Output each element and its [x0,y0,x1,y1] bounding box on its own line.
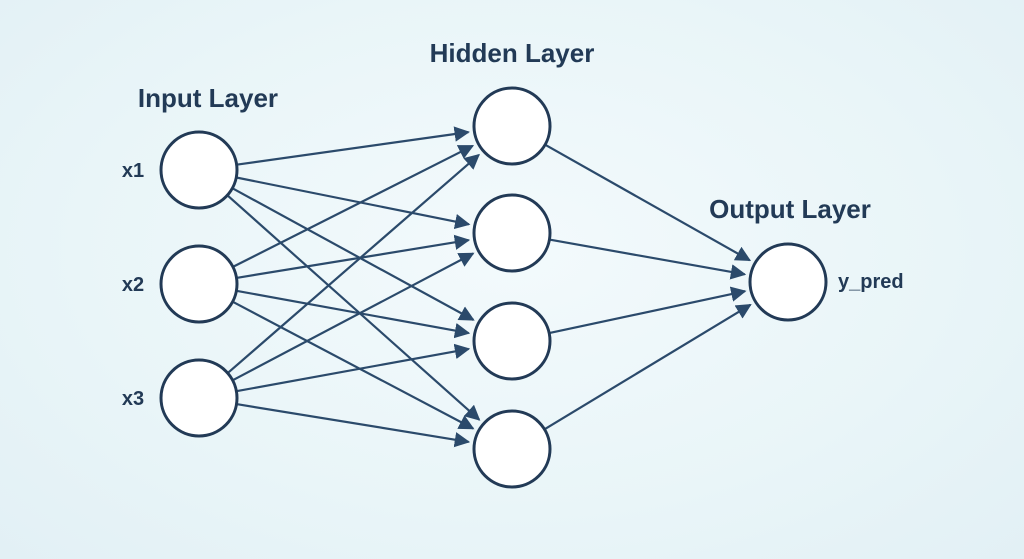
edge-input-1-to-hidden-3 [231,187,475,321]
edge-input-1-to-hidden-1 [236,126,470,166]
input-neuron-3 [159,358,239,438]
input-label-x3: x3 [122,388,144,410]
edge-hidden-2-to-output-1 [549,238,747,280]
connections [226,126,752,448]
output-label-y-pred: y_pred [838,271,904,293]
edge-input-2-to-hidden-3 [236,289,471,339]
edge-input-3-to-hidden-1 [226,153,480,374]
edge-hidden-3-to-output-1 [548,286,747,335]
edge-input-2-to-hidden-2 [236,234,471,279]
edge-input-3-to-hidden-2 [232,252,475,382]
hidden-layer-title: Hidden Layer [430,38,595,68]
output-neuron [748,242,828,322]
edge-input-1-to-hidden-4 [226,194,481,421]
hidden-neuron-2 [472,193,552,273]
input-neuron-1 [159,130,239,210]
input-label-x2: x2 [122,274,144,296]
output-layer-title: Output Layer [709,194,871,224]
edge-hidden-1-to-output-1 [544,143,752,262]
edge-hidden-4-to-output-1 [543,303,752,431]
hidden-neuron-4 [472,409,552,489]
input-layer-title: Input Layer [138,83,278,113]
edge-input-2-to-hidden-1 [232,144,475,268]
edge-input-2-to-hidden-4 [232,300,475,430]
hidden-neuron-1 [472,86,552,166]
input-neuron-2 [159,244,239,324]
edge-input-3-to-hidden-4 [236,403,471,448]
edge-input-1-to-hidden-2 [236,176,471,230]
edge-input-3-to-hidden-3 [236,343,471,393]
hidden-neuron-3 [472,301,552,381]
input-label-x1: x1 [122,160,144,182]
